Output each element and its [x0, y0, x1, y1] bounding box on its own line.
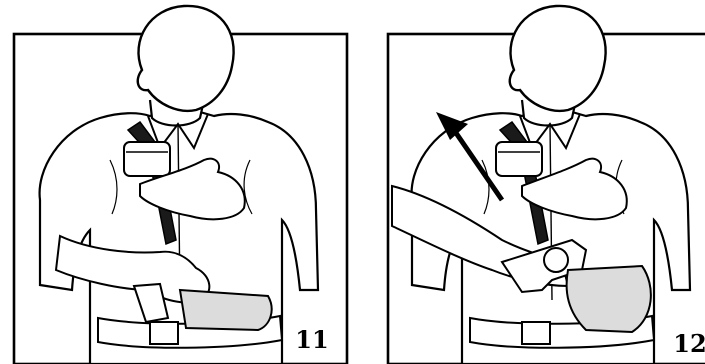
- holster: [567, 266, 651, 332]
- panel-11: 11: [14, 6, 347, 364]
- panel-12: 12: [388, 6, 705, 364]
- ammo-pouch: [124, 142, 170, 176]
- panel-11-number: 11: [295, 325, 328, 354]
- panel-12-number: 12: [673, 329, 705, 358]
- holster: [180, 290, 272, 330]
- ammo-pouch: [496, 142, 542, 176]
